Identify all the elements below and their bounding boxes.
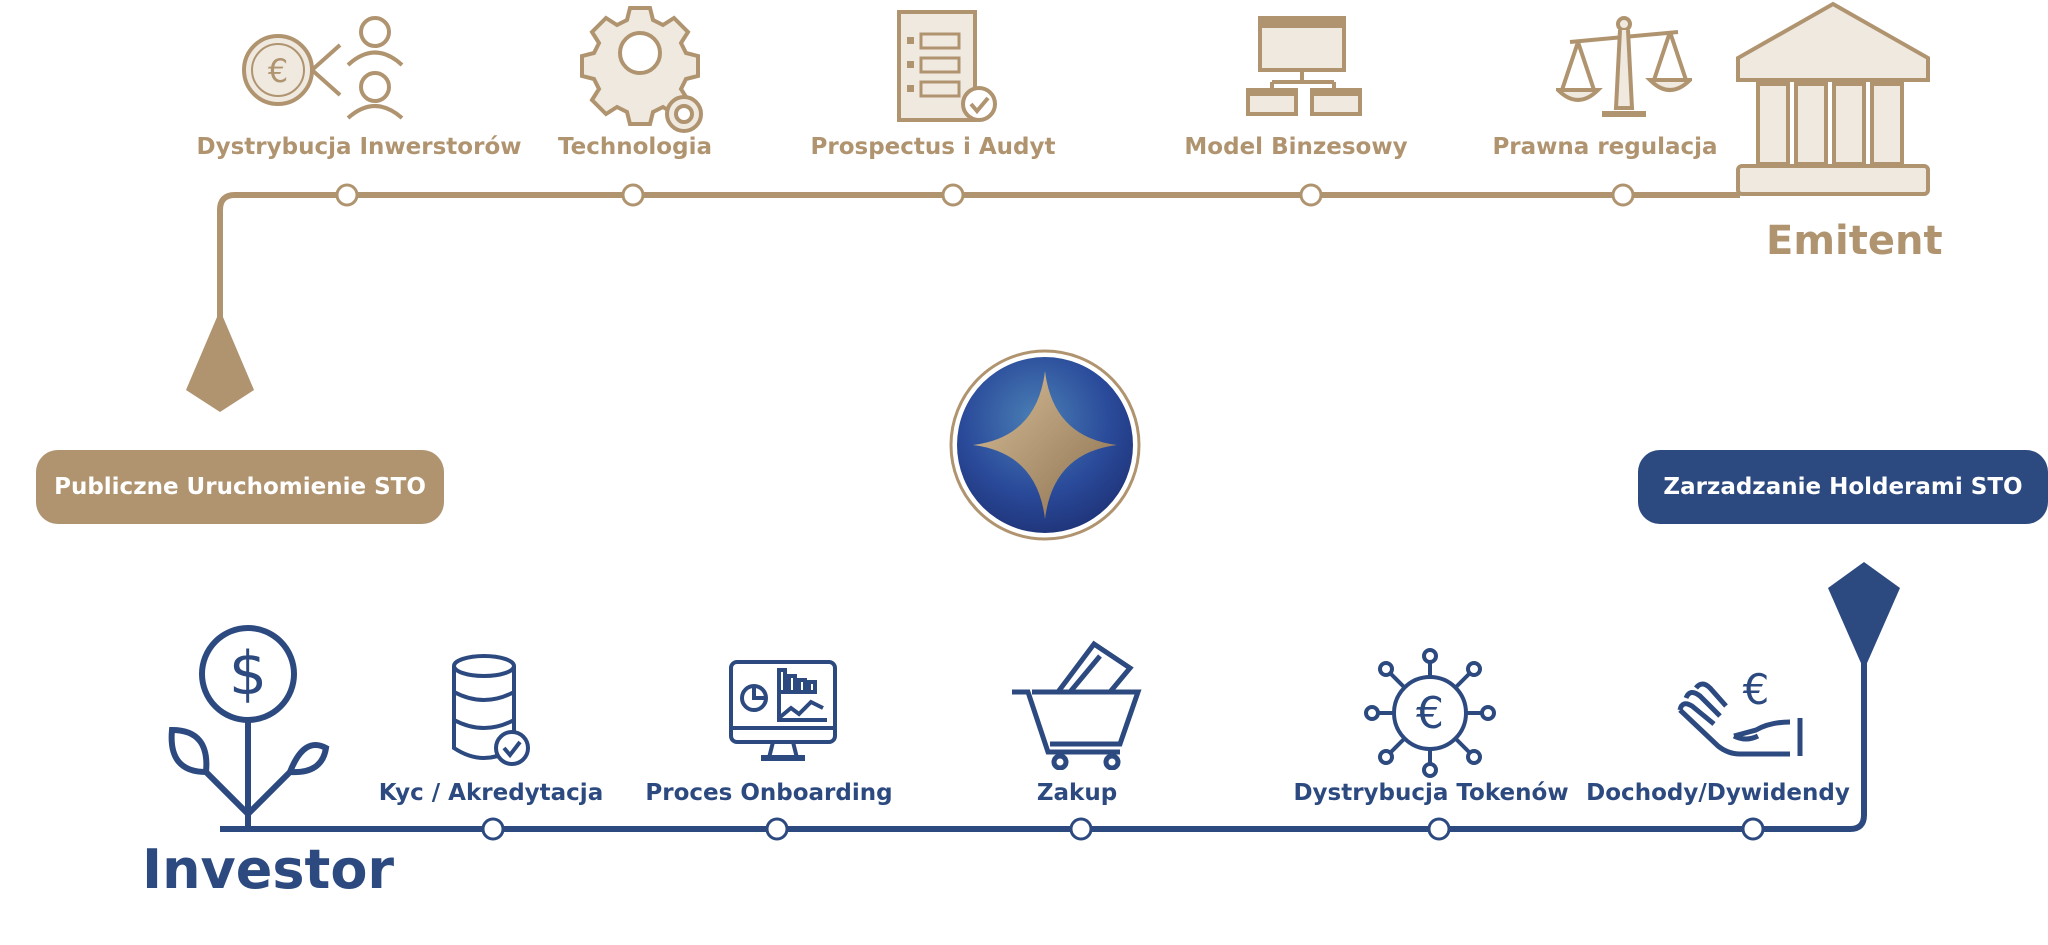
svg-text:$: $ xyxy=(229,639,267,709)
step-label: Dystrybucja Inwerstorów xyxy=(196,134,522,160)
step-label: Kyc / Akredytacja xyxy=(378,780,604,806)
scales-icon xyxy=(1556,16,1692,117)
issuer-title: Emitent xyxy=(1766,218,1943,264)
step-label: Prawna regulacja xyxy=(1492,134,1718,160)
bank-building-icon xyxy=(1736,1,1930,196)
database-check-icon xyxy=(452,654,530,766)
step-label: Dystrybucja Tokenów xyxy=(1293,780,1569,806)
star-logo-icon xyxy=(949,349,1141,541)
money-plant-icon: $ xyxy=(168,625,330,828)
svg-text:€: € xyxy=(1416,688,1444,739)
bottom-node xyxy=(481,817,505,841)
org-chart-icon xyxy=(1246,16,1362,116)
investor-title: Investor xyxy=(142,838,395,901)
step-label: Dochody/Dywidendy xyxy=(1586,780,1850,806)
euro-distribution-icon: € xyxy=(242,16,404,120)
step-label: Technologia xyxy=(558,134,712,160)
down-arrow-icon xyxy=(186,310,254,412)
bottom-node xyxy=(1427,817,1451,841)
svg-text:€: € xyxy=(268,52,288,90)
shopping-cart-icon xyxy=(1012,640,1142,770)
top-node xyxy=(335,183,359,207)
top-node xyxy=(1299,183,1323,207)
step-label: Proces Onboarding xyxy=(645,780,893,806)
bottom-node xyxy=(765,817,789,841)
top-node xyxy=(1611,183,1635,207)
holder-management-box: Zarzadzanie Holderami STO xyxy=(1638,450,2048,524)
step-label: Prospectus i Audyt xyxy=(810,134,1056,160)
analytics-monitor-icon xyxy=(729,660,837,761)
bottom-node xyxy=(1069,817,1093,841)
top-node xyxy=(621,183,645,207)
step-label: Zakup xyxy=(1036,780,1118,806)
hand-euro-icon: € xyxy=(1677,666,1803,757)
document-check-icon xyxy=(897,10,997,122)
euro-network-icon: € xyxy=(1364,648,1496,778)
step-label: Model Binzesowy xyxy=(1184,134,1408,160)
public-launch-box: Publiczne Uruchomienie STO xyxy=(36,450,444,524)
top-node xyxy=(941,183,965,207)
gears-icon xyxy=(580,6,703,133)
bottom-node xyxy=(1741,817,1765,841)
up-arrow-icon xyxy=(1828,562,1900,670)
svg-text:€: € xyxy=(1743,666,1770,714)
